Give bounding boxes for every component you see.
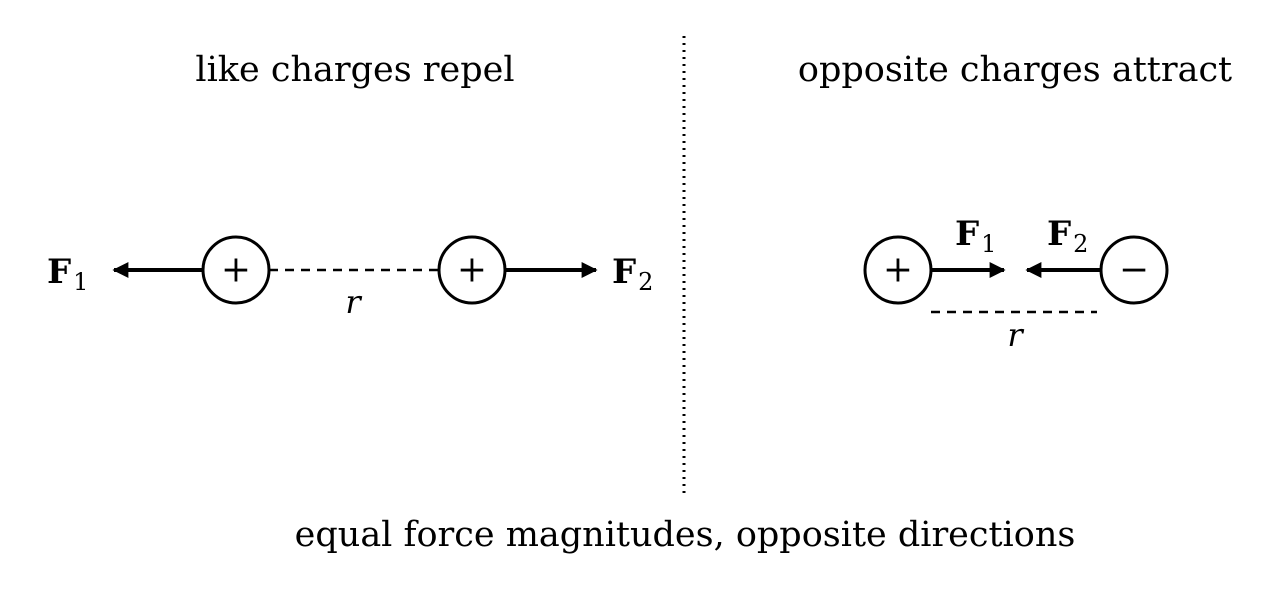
left-charge-positive-1: + — [201, 235, 271, 305]
right-charge-negative: − — [1099, 235, 1169, 305]
right-force-label-1: F1 — [955, 214, 996, 258]
left-force-label-2: F2 — [612, 252, 653, 296]
left-distance-label: r — [345, 283, 362, 321]
right-force-label-2: F2 — [1047, 214, 1088, 258]
right-charge-1-sign: + — [883, 250, 913, 291]
heading-like-charges: like charges repel — [195, 50, 514, 90]
left-force-label-1: F1 — [47, 252, 88, 296]
left-charge-positive-2: + — [437, 235, 507, 305]
left-panel: r + + F1 F2 — [47, 235, 653, 321]
right-charge-2-sign: − — [1119, 250, 1149, 291]
right-panel: r + − F1 F2 — [863, 214, 1169, 354]
left-charge-2-sign: + — [457, 250, 487, 291]
left-charge-1-sign: + — [221, 250, 251, 291]
diagram-caption: equal force magnitudes, opposite directi… — [295, 515, 1076, 555]
right-charge-positive: + — [863, 235, 933, 305]
heading-opposite-charges: opposite charges attract — [798, 50, 1232, 90]
right-distance-label: r — [1007, 316, 1024, 354]
